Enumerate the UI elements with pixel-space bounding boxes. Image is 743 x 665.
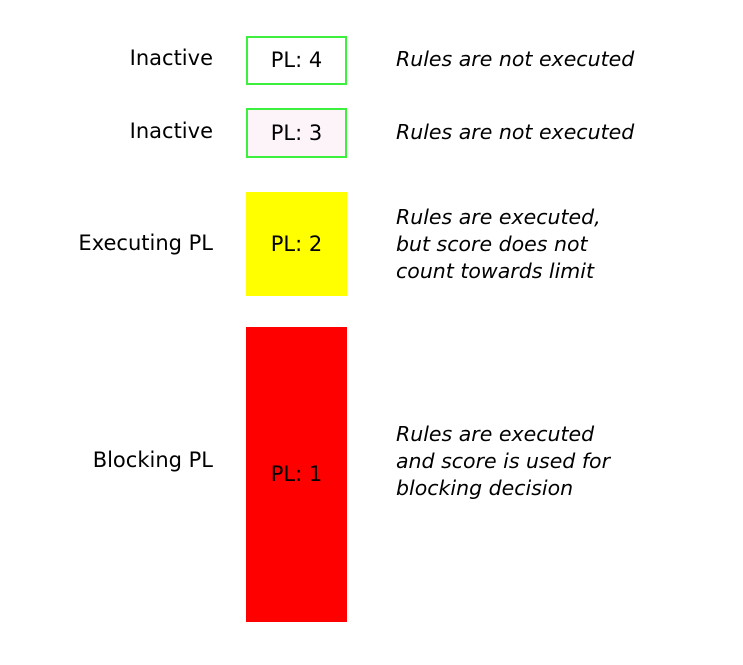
description-line: Rules are not executed [396, 120, 635, 144]
state-label-pl1: Blocking PL [92, 448, 213, 472]
description-pl4: Rules are not executed [396, 46, 736, 73]
description-line: count towards limit [396, 259, 594, 283]
description-pl3: Rules are not executed [396, 119, 736, 146]
pl-box-pl3: PL: 3 [246, 108, 347, 158]
pl-box-pl2: PL: 2 [246, 192, 347, 296]
description-line: and score is used for [396, 449, 611, 473]
description-line: blocking decision [396, 476, 574, 500]
pl-box-pl4: PL: 4 [246, 36, 347, 85]
pl-box-label-pl3: PL: 3 [270, 120, 323, 145]
description-line: but score does not [396, 232, 588, 256]
description-line: Rules are not executed [396, 47, 635, 71]
description-pl1: Rules are executed and score is used for… [396, 421, 736, 502]
state-label-pl2: Executing PL [78, 231, 213, 255]
pl-box-label-pl2: PL: 2 [270, 231, 323, 256]
pl-box-pl1: PL: 1 [246, 327, 347, 622]
state-label-pl3: Inactive [129, 119, 213, 143]
state-label-pl4: Inactive [129, 46, 213, 70]
description-pl2: Rules are executed, but score does not c… [396, 204, 736, 285]
pl-box-label-pl4: PL: 4 [270, 48, 323, 72]
pl-box-label-pl1: PL: 1 [270, 462, 323, 486]
description-line: Rules are executed [396, 422, 595, 446]
description-line: Rules are executed, [396, 205, 601, 229]
